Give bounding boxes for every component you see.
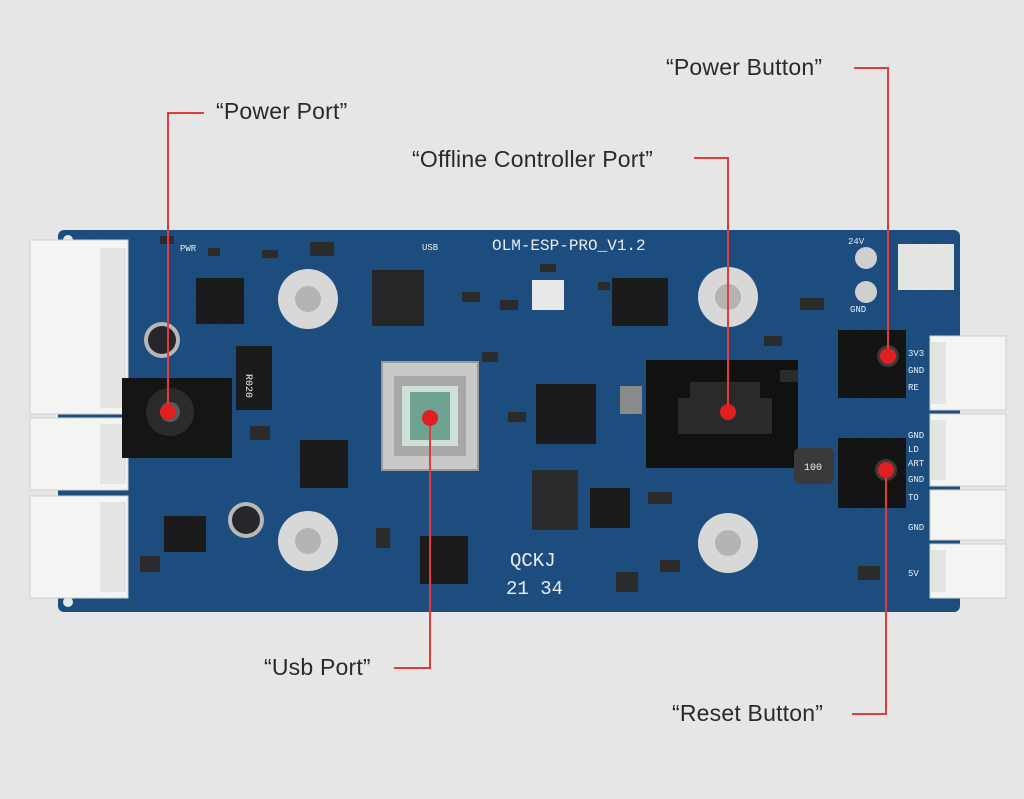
- usb-port-marker: [422, 410, 438, 426]
- power-port-marker: [160, 404, 176, 420]
- reset-button-line: [852, 470, 887, 715]
- callout-markers: [160, 348, 896, 478]
- silk-100: 100: [804, 463, 822, 474]
- right-pin-label: 5V: [908, 569, 919, 579]
- silk-24v: 24V: [848, 237, 865, 247]
- silkscreen: OLM-ESP-PRO_V1.2 QCKJ 21 34 PWR USB 24V …: [180, 237, 925, 600]
- left-connectors: [29, 239, 129, 599]
- offline-controller-line: [694, 157, 729, 412]
- power-port-line: [167, 112, 204, 412]
- power-button-line: [854, 67, 889, 356]
- label-usb-port: “Usb Port”: [264, 654, 371, 680]
- board-model-text: OLM-ESP-PRO_V1.2: [492, 237, 646, 255]
- right-pin-label: GND: [908, 475, 924, 485]
- board-maker-line2: 21 34: [506, 578, 563, 600]
- right-pin-label: ART: [908, 459, 925, 469]
- offline-controller-marker: [720, 404, 736, 420]
- right-connectors: [929, 335, 1007, 599]
- right-pin-label: GND: [908, 431, 924, 441]
- silk-r020: R020: [242, 374, 253, 398]
- callout-lines: [167, 67, 889, 715]
- board-maker-line1: QCKJ: [510, 550, 556, 572]
- usb-port-line: [394, 418, 431, 669]
- label-power-port: “Power Port”: [216, 98, 348, 124]
- silk-pwr: PWR: [180, 244, 197, 254]
- power-pads: [855, 244, 954, 303]
- right-pin-label: 3V3: [908, 349, 924, 359]
- right-pin-label: TO: [908, 493, 919, 503]
- silk-usb: USB: [422, 243, 439, 253]
- right-pin-label: RE: [908, 383, 919, 393]
- power-jack: [122, 378, 232, 458]
- ic-chips: [164, 270, 668, 584]
- capacitors: [144, 322, 834, 538]
- silk-gnd: GND: [850, 305, 866, 315]
- right-pin-label: LD: [908, 445, 919, 455]
- label-reset-button: “Reset Button”: [672, 700, 824, 726]
- smd-components: [140, 236, 880, 592]
- label-power-button: “Power Button”: [666, 54, 823, 80]
- label-offline-controller-port: “Offline Controller Port”: [412, 146, 654, 172]
- right-pin-label: GND: [908, 366, 924, 376]
- right-pin-label: GND: [908, 523, 924, 533]
- power-button-marker: [880, 348, 896, 364]
- reset-button-marker: [878, 462, 894, 478]
- mounting-holes: [278, 267, 758, 573]
